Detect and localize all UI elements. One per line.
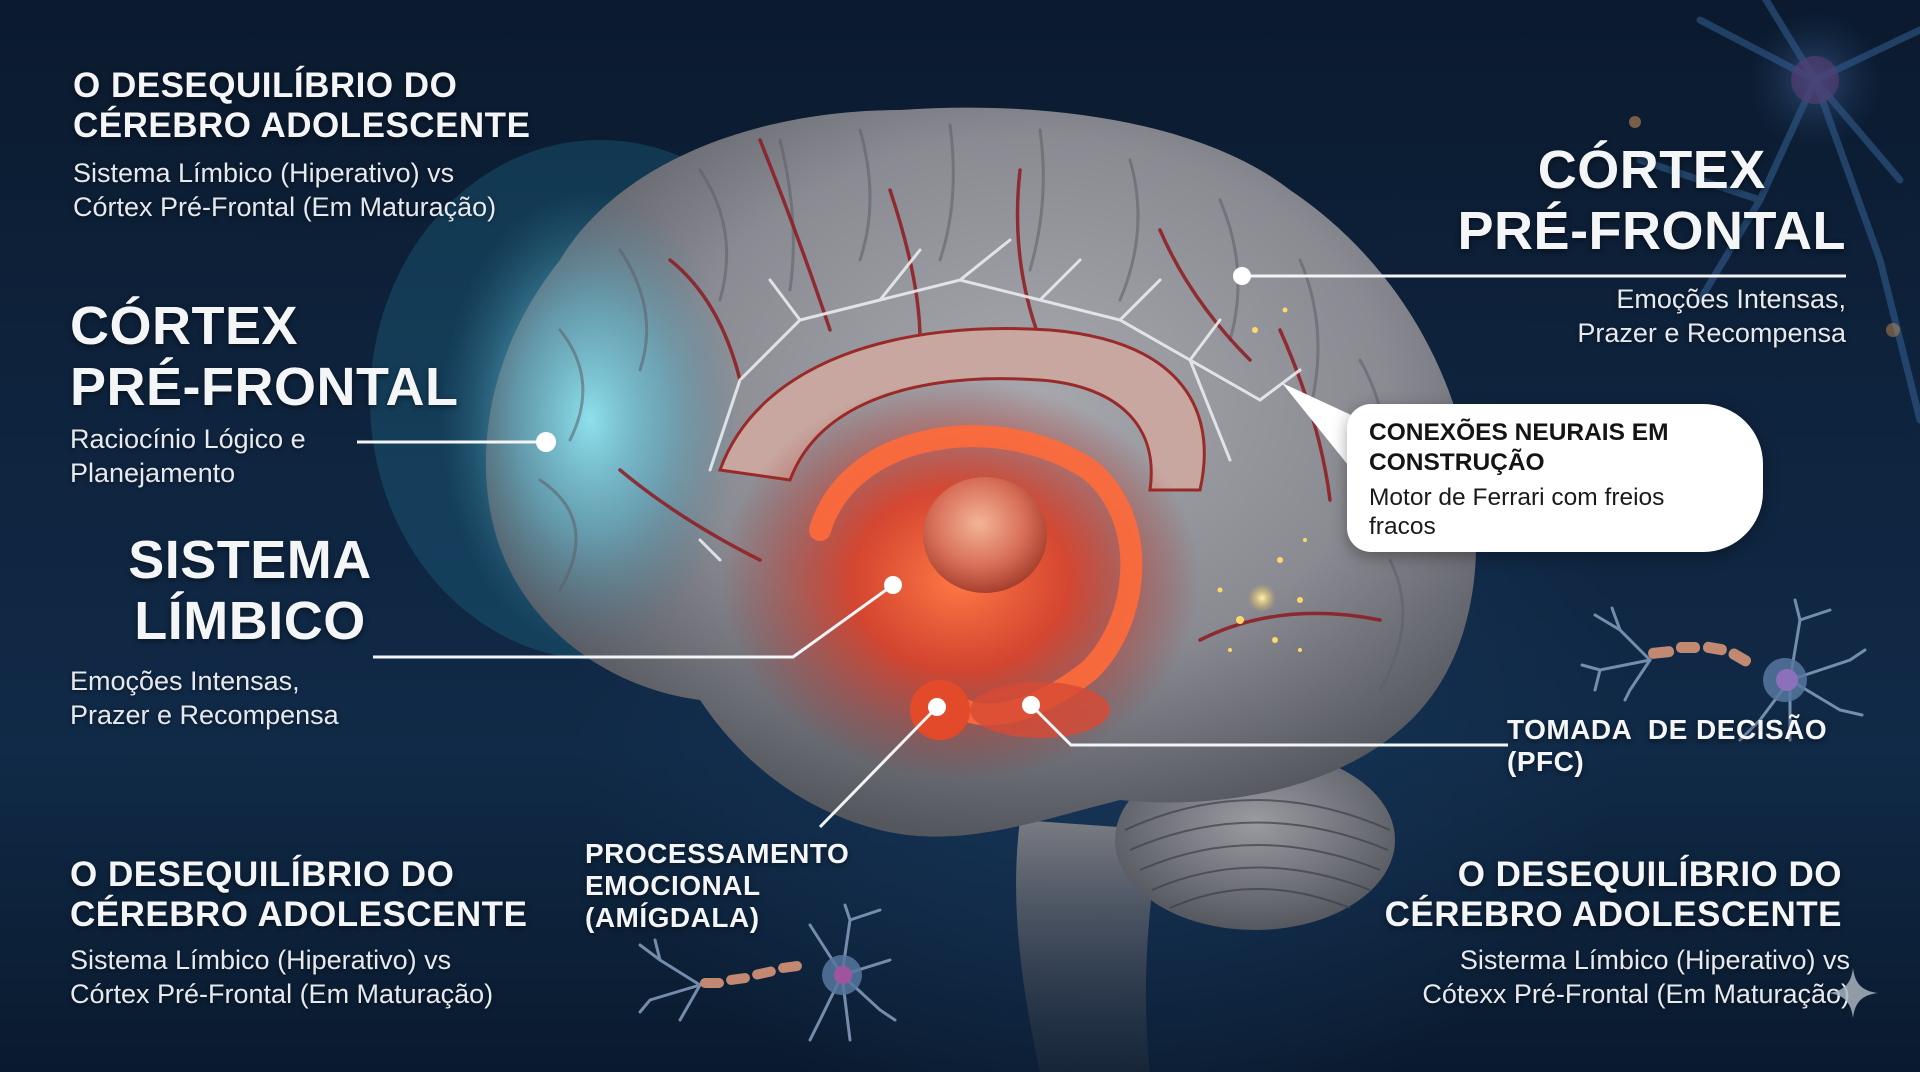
callout-neural-connections: CONEXÕES NEURAIS EM CONSTRUÇÃO Motor de … <box>1347 404 1763 552</box>
top-left-title-line1: O DESEQUILÍBRIO DO <box>73 66 458 105</box>
limbic-title-line1: SISTEMA <box>128 530 372 590</box>
synapse-sparks <box>1217 307 1307 652</box>
top-left-block: O DESEQUILÍBRIO DO CÉREBRO ADOLESCENTE S… <box>73 66 530 224</box>
decision-line2: (PFC) <box>1507 746 1585 777</box>
top-left-subtitle-line2: Córtex Pré-Frontal (Em Maturação) <box>73 192 497 222</box>
bottom-right-title-line2: CÉREBRO ADOLESCENTE <box>1384 895 1842 934</box>
limbic-block: SISTEMA LÍMBICO Emoções Intensas, Prazer… <box>70 530 420 732</box>
limbic-subtitle-line1: Emoções Intensas, <box>70 666 300 696</box>
decision-line1: TOMADA DE DECISÃO <box>1507 714 1828 745</box>
callout-title-line2: CONSTRUÇÃO <box>1369 449 1545 476</box>
left-prefrontal-subtitle-line1: Raciocínio Lógico e <box>70 424 306 454</box>
connector-amygdala <box>818 705 939 829</box>
neuron-icon-right <box>1580 598 1867 742</box>
bottom-left-block: O DESEQUILÍBRIO DO CÉREBRO ADOLESCENTE S… <box>70 855 527 1011</box>
bottom-right-title-line1: O DESEQUILÍBRIO DO <box>1457 855 1842 894</box>
bottom-right-subtitle-line1: Sisterma Límbico (Hiperativo) vs <box>1459 945 1850 975</box>
bottom-right-subtitle-line2: Cótexx Pré-Frontal (Em Maturação) <box>1422 979 1850 1009</box>
left-prefrontal-title-line1: CÓRTEX <box>70 296 299 356</box>
left-prefrontal-block: CÓRTEX PRÉ-FRONTAL Raciocínio Lógico e P… <box>70 296 458 490</box>
top-left-title-line2: CÉREBRO ADOLESCENTE <box>73 106 531 145</box>
neuron-icon-bottom <box>638 903 897 1042</box>
bottom-left-title-line2: CÉREBRO ADOLESCENTE <box>70 895 528 934</box>
decision-label: TOMADA DE DECISÃO (PFC) <box>1507 714 1827 778</box>
marker-amygdala <box>928 698 946 716</box>
callout-title-line1: CONEXÕES NEURAIS EM <box>1369 419 1669 446</box>
bottom-left-subtitle-line1: Sistema Límbico (Hiperativo) vs <box>70 945 452 975</box>
marker-limbic <box>884 576 902 594</box>
callout-tail <box>1282 383 1362 470</box>
amygdala-line2: EMOCIONAL <box>585 870 761 901</box>
right-prefrontal-title-line2: PRÉ-FRONTAL <box>1457 201 1846 261</box>
right-prefrontal-title-line1: CÓRTEX <box>1537 140 1766 200</box>
bottom-left-title-line1: O DESEQUILÍBRIO DO <box>70 855 455 894</box>
right-prefrontal-subtitle-line2: Prazer e Recompensa <box>1577 318 1846 348</box>
marker-decision <box>1022 696 1040 714</box>
bottom-left-subtitle-line2: Córtex Pré-Frontal (Em Maturação) <box>70 979 494 1009</box>
amygdala-line1: PROCESSAMENTO <box>585 838 850 869</box>
amygdala-label: PROCESSAMENTO EMOCIONAL (AMÍGDALA) <box>585 838 849 934</box>
marker-left-prefrontal <box>536 432 556 452</box>
left-prefrontal-subtitle-line2: Planejamento <box>70 458 236 488</box>
right-prefrontal-block: CÓRTEX PRÉ-FRONTAL Emoções Intensas, Pra… <box>1458 140 1846 350</box>
connector-limbic <box>373 583 894 659</box>
callout-body-line1: Motor de Ferrari com freios <box>1369 484 1665 511</box>
callout-body-line2: fracos <box>1369 513 1436 540</box>
limbic-title-line2: LÍMBICO <box>134 591 366 651</box>
left-prefrontal-title-line2: PRÉ-FRONTAL <box>70 357 459 417</box>
amygdala-line3: (AMÍGDALA) <box>585 902 760 933</box>
marker-right-prefrontal <box>1233 267 1251 285</box>
connector-decision <box>1029 703 1508 747</box>
limbic-subtitle-line2: Prazer e Recompensa <box>70 700 339 730</box>
bottom-right-block: O DESEQUILÍBRIO DO CÉREBRO ADOLESCENTE S… <box>1385 855 1850 1011</box>
neuron-icon-background <box>1629 0 1920 424</box>
top-left-subtitle-line1: Sistema Límbico (Hiperativo) vs <box>73 158 455 188</box>
sparkle-icon <box>1828 968 1878 1018</box>
right-prefrontal-subtitle-line1: Emoções Intensas, <box>1616 284 1846 314</box>
